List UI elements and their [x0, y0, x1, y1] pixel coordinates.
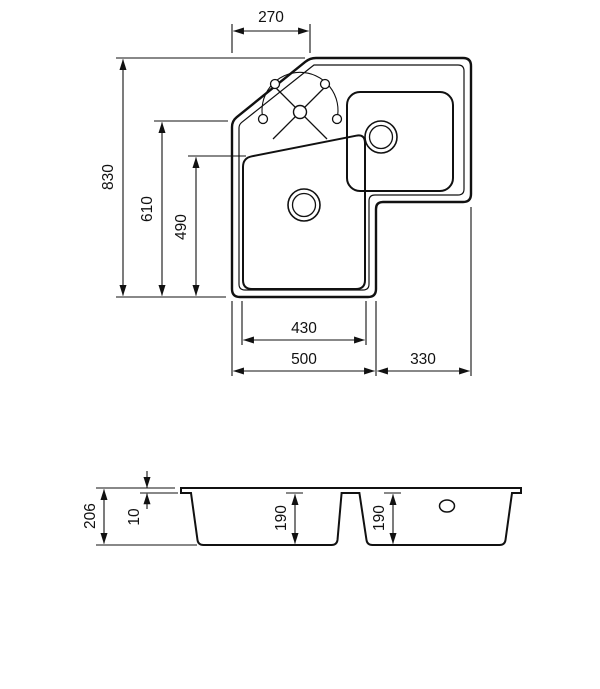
dimension-500 [231, 301, 377, 376]
corner-deck [257, 71, 343, 140]
deck-hole-1 [257, 113, 269, 125]
dimension-490 [188, 155, 246, 297]
right-bowl-drain-outer [364, 120, 398, 154]
plan-view-labels: 270 830 610 490 430 500 330 [100, 9, 436, 368]
dimension-190-right [384, 492, 401, 545]
plan-view [116, 24, 473, 376]
dimension-206 [96, 487, 197, 546]
dimension-190-left [286, 492, 303, 545]
dim-label-206: 206 [82, 503, 99, 529]
deck-center-hole [292, 104, 308, 120]
deck-hole-2 [269, 78, 281, 90]
tap-hole [438, 499, 456, 513]
dim-label-190-right: 190 [371, 505, 388, 531]
dim-label-500: 500 [291, 351, 317, 368]
dim-label-490: 490 [173, 214, 190, 240]
dimension-330 [376, 207, 472, 376]
sink-inner-rim [238, 64, 465, 291]
lower-bowl-outline [242, 134, 366, 290]
deck-hole-4 [331, 113, 343, 125]
dimension-610 [154, 120, 228, 297]
right-bowl [346, 91, 454, 192]
sink-outer-outline [230, 56, 473, 299]
dim-label-270: 270 [258, 9, 284, 26]
dim-label-430: 430 [291, 320, 317, 337]
dim-label-330: 330 [410, 351, 436, 368]
section-profile [180, 487, 522, 546]
dim-label-190-left: 190 [273, 505, 290, 531]
lower-bowl-drain-outer [287, 188, 321, 222]
section-view-labels: 206 10 190 190 [82, 503, 388, 531]
deck-arc [261, 71, 339, 120]
dimension-270 [231, 24, 311, 53]
deck-hole-3 [319, 78, 331, 90]
lower-bowl-drain-inner [291, 192, 317, 218]
dimension-830 [116, 57, 305, 298]
dim-label-830: 830 [100, 164, 117, 190]
dimension-10 [140, 471, 178, 509]
dim-label-610: 610 [139, 196, 156, 222]
right-bowl-drain-inner [368, 124, 394, 150]
right-bowl-outline [346, 91, 454, 192]
section-view [96, 471, 522, 546]
dim-label-10: 10 [126, 508, 143, 526]
dimension-430 [241, 301, 367, 345]
lower-bowl [242, 134, 366, 290]
